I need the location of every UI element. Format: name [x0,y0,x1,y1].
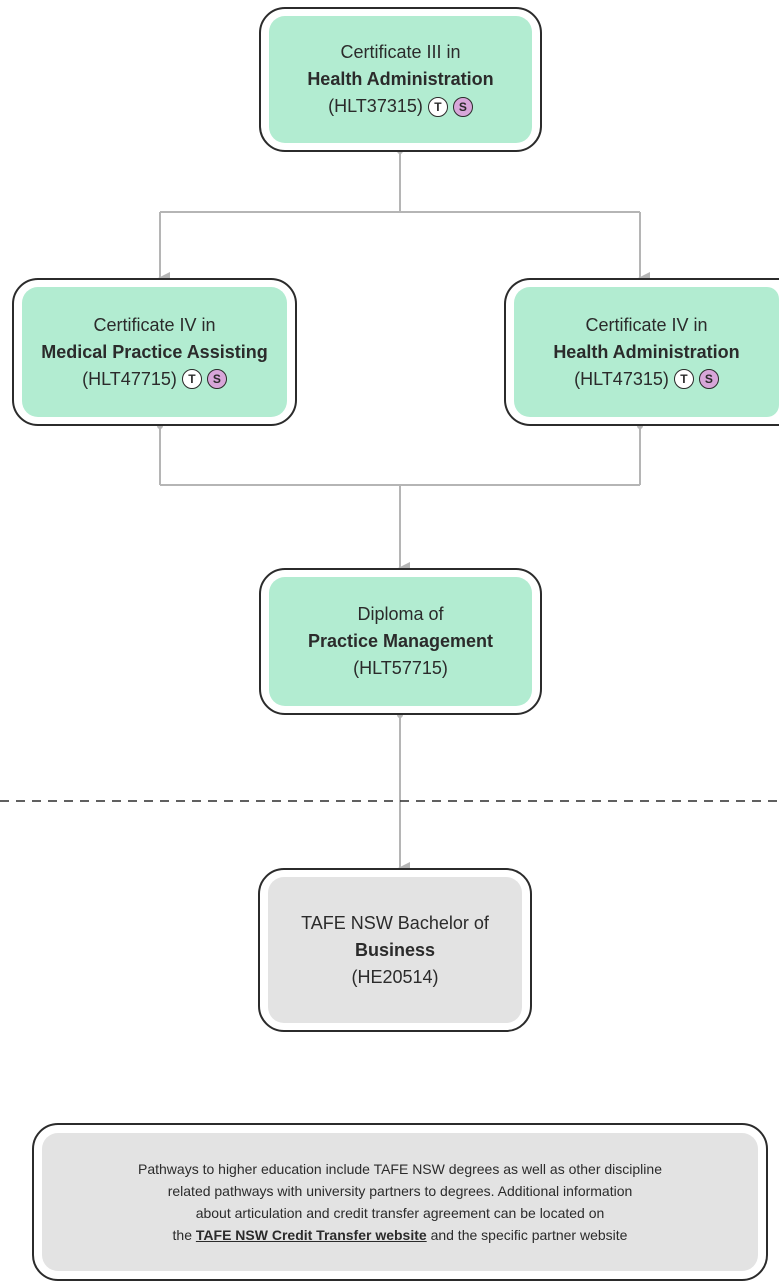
note-line: related pathways with university partner… [167,1183,633,1199]
node-code-row: (HLT47715) T S [82,366,227,393]
note-line: about articulation and credit transfer a… [195,1205,605,1221]
node-cert4-health-administration[interactable]: Certificate IV in Health Administration … [504,278,779,426]
node-inner: Certificate IV in Health Administration … [514,287,779,417]
note-line-prefix: the [172,1227,192,1243]
node-diploma-practice-management[interactable]: Diploma of Practice Management (HLT57715… [259,568,542,715]
node-line1: Diploma of [357,604,444,624]
node-inner: Certificate IV in Medical Practice Assis… [22,287,287,417]
t-badge-icon: T [427,96,448,117]
node-line1: Certificate IV in [93,314,216,335]
note-line: Pathways to higher education include TAF… [138,1161,662,1177]
node-code: (HE20514) [351,966,439,987]
node-inner: Certificate III in Health Administration… [269,16,532,143]
node-line1: TAFE NSW Bachelor of [301,912,489,933]
credit-transfer-link[interactable]: TAFE NSW Credit Transfer website [195,1227,427,1243]
node-title: Medical Practice Assisting [41,341,268,362]
t-badge-icon: T [181,369,202,389]
t-badge-icon: T [673,369,694,389]
node-cert4-medical-practice-assisting[interactable]: Certificate IV in Medical Practice Assis… [12,278,297,426]
node-title: Health Administration [307,69,494,89]
s-badge-icon: S [206,369,227,389]
node-title: Health Administration [553,341,740,362]
node-bachelor-of-business[interactable]: TAFE NSW Bachelor of Business (HE20514) [258,868,532,1032]
note-line: the TAFE NSW Credit Transfer website and… [173,1224,628,1246]
node-code: (HLT57715) [353,658,448,678]
node-code: (HLT47315) [574,368,669,389]
node-title: Business [354,939,436,960]
s-badge-icon: S [452,96,473,117]
node-line1: Certificate III in [340,42,461,62]
node-code: (HLT37315) [328,96,423,116]
note-line-suffix: and the specific partner website [430,1227,628,1243]
node-code-row: (HLT37315) T S [328,93,473,120]
node-code-row: (HLT47315) T S [574,366,719,393]
pathway-info-note: Pathways to higher education include TAF… [32,1123,768,1281]
s-badge-icon: S [698,369,719,389]
node-title: Practice Management [307,631,494,651]
node-code: (HLT47715) [82,368,177,389]
node-inner: Diploma of Practice Management (HLT57715… [269,577,532,706]
note-inner: Pathways to higher education include TAF… [42,1133,758,1271]
node-inner: TAFE NSW Bachelor of Business (HE20514) [268,877,522,1023]
node-line1: Certificate IV in [585,314,708,335]
node-cert3-health-administration[interactable]: Certificate III in Health Administration… [259,7,542,152]
